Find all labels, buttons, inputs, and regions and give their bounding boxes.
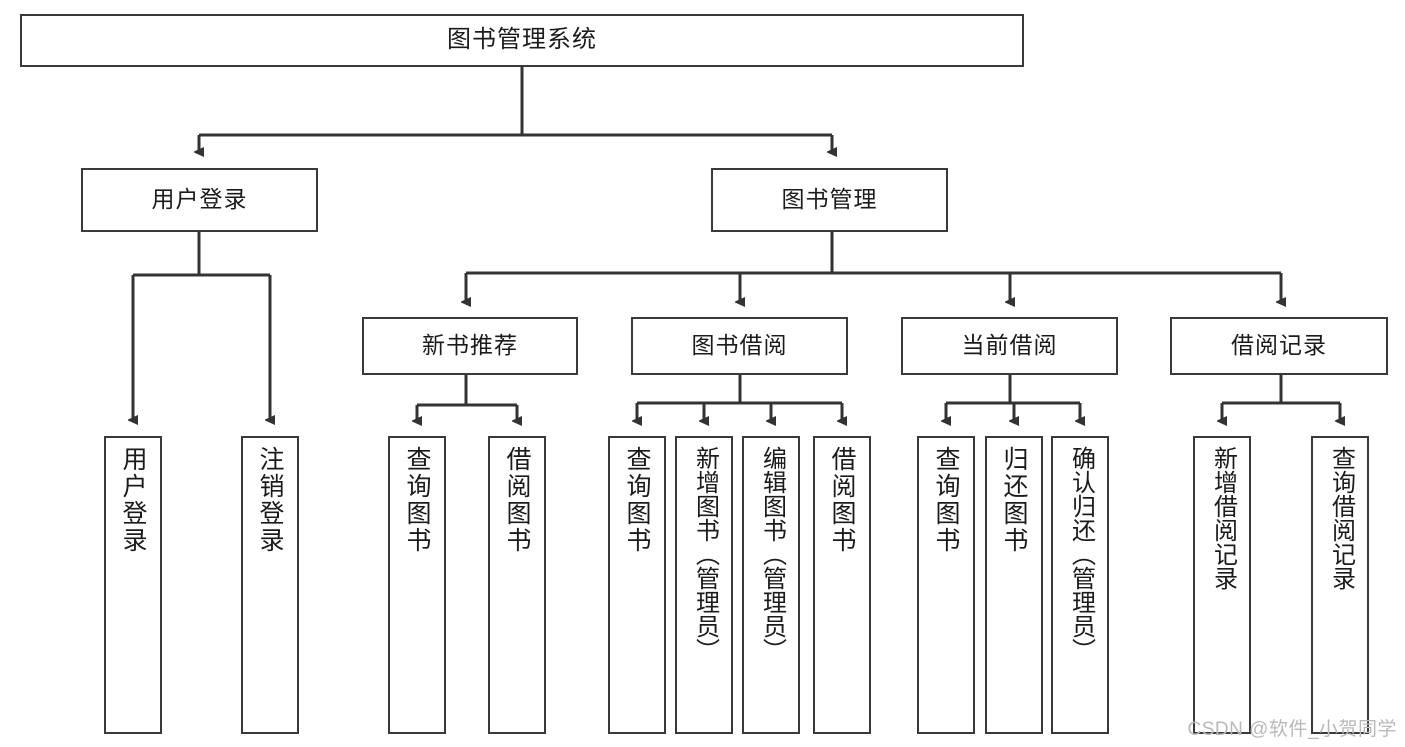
node-label: 注销登录 xyxy=(256,446,284,554)
node-label: 当前借阅 xyxy=(961,332,1058,359)
node-label: 新增图书（管理员） xyxy=(691,446,719,662)
node-label: 图书管理 xyxy=(781,186,878,213)
leaf-node-return-book[interactable]: 归还图书 xyxy=(985,436,1043,734)
node-label: 归还图书 xyxy=(1000,446,1028,554)
leaf-node-add-borrow-record[interactable]: 新增借阅记录 xyxy=(1193,436,1251,734)
node-label: 查询图书 xyxy=(623,446,651,554)
node-label: 借阅图书 xyxy=(828,446,856,554)
node-user-login[interactable]: 用户登录 xyxy=(81,168,318,232)
node-label: 新增借阅记录 xyxy=(1209,446,1237,590)
leaf-node-borrow-book-2[interactable]: 借阅图书 xyxy=(813,436,871,734)
leaf-node-edit-book-admin[interactable]: 编辑图书（管理员） xyxy=(742,436,800,734)
node-label: 借阅图书 xyxy=(503,446,531,554)
node-label: 新书推荐 xyxy=(422,332,518,359)
node-label: 图书借阅 xyxy=(691,332,788,359)
leaf-node-query-borrow-record[interactable]: 查询借阅记录 xyxy=(1311,436,1369,734)
leaf-node-query-book-3[interactable]: 查询图书 xyxy=(917,436,975,734)
csdn-watermark: CSDN @软件_小贺同学 xyxy=(1187,719,1397,740)
node-book-management[interactable]: 图书管理 xyxy=(711,168,948,232)
node-label: 用户登录 xyxy=(119,446,147,554)
leaf-node-logout[interactable]: 注销登录 xyxy=(241,436,299,734)
leaf-node-query-book-1[interactable]: 查询图书 xyxy=(388,436,446,734)
node-label: 查询图书 xyxy=(932,446,960,554)
node-root-book-management-system[interactable]: 图书管理系统 xyxy=(20,14,1024,67)
node-label: 查询借阅记录 xyxy=(1327,446,1355,590)
leaf-node-borrow-book-1[interactable]: 借阅图书 xyxy=(488,436,546,734)
leaf-node-user-login[interactable]: 用户登录 xyxy=(104,436,162,734)
leaf-node-confirm-return-admin[interactable]: 确认归还（管理员） xyxy=(1051,436,1109,734)
node-label: 用户登录 xyxy=(151,186,248,213)
node-label: 确认归还（管理员） xyxy=(1067,446,1095,662)
node-label: 编辑图书（管理员） xyxy=(758,446,786,662)
node-label: 图书管理系统 xyxy=(447,26,597,54)
node-current-borrow[interactable]: 当前借阅 xyxy=(901,317,1118,375)
node-borrow-record[interactable]: 借阅记录 xyxy=(1170,317,1388,375)
node-new-book-recommend[interactable]: 新书推荐 xyxy=(362,317,578,375)
node-label: 借阅记录 xyxy=(1231,332,1327,359)
node-label: 查询图书 xyxy=(403,446,431,554)
leaf-node-add-book-admin[interactable]: 新增图书（管理员） xyxy=(675,436,733,734)
leaf-node-query-book-2[interactable]: 查询图书 xyxy=(608,436,666,734)
node-book-borrow[interactable]: 图书借阅 xyxy=(631,317,848,375)
